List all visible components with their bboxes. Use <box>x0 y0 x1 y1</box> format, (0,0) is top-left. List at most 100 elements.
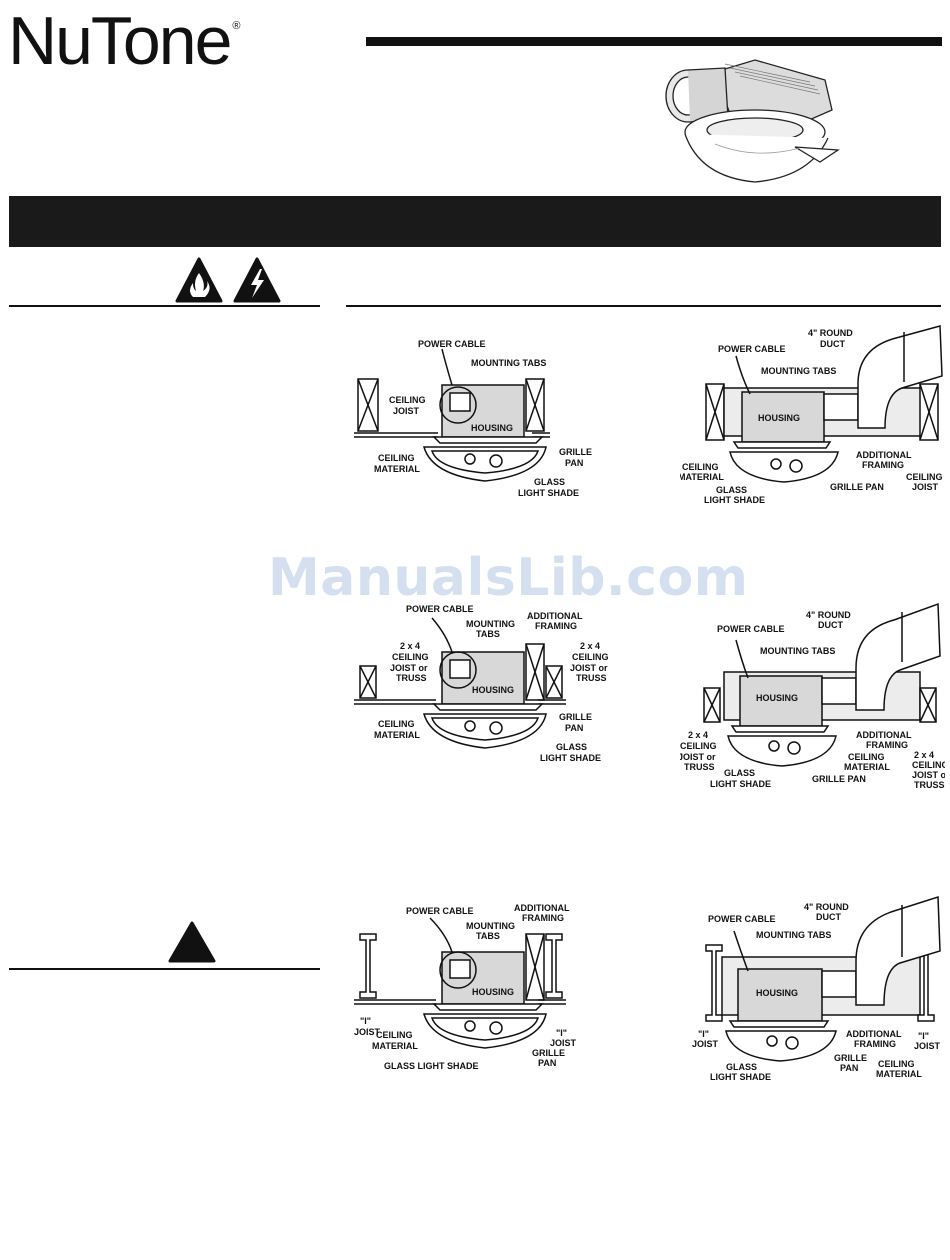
label-housing: HOUSING <box>472 685 514 695</box>
label-mounting-tabs: MOUNTING TABS <box>760 646 835 656</box>
label-truss-4: TRUSS <box>396 673 427 683</box>
title-band <box>9 196 941 247</box>
label-i-joist: "I" <box>698 1029 709 1039</box>
label-round-duct-2: DUCT <box>820 339 845 349</box>
label-housing: HOUSING <box>471 423 513 433</box>
label-housing: HOUSING <box>758 413 800 423</box>
label-additional-framing-2: FRAMING <box>862 460 904 470</box>
label-power-cable: POWER CABLE <box>718 344 786 354</box>
label-housing: HOUSING <box>756 693 798 703</box>
label-ceiling-joist: CEILING <box>389 395 426 405</box>
diagram-standard-joist-duct: 4" ROUND DUCT POWER CABLE MOUNTING TABS … <box>680 325 943 505</box>
label-additional-framing: ADDITIONAL <box>856 450 912 460</box>
label-light-shade: LIGHT SHADE <box>710 1072 771 1082</box>
label-truss-right-2: CEILING <box>572 652 609 662</box>
label-round-duct-2: DUCT <box>816 912 841 922</box>
left-column-rule <box>9 305 320 307</box>
label-ceiling-material: CEILING <box>878 1059 915 1069</box>
label-round-duct: 4" ROUND <box>804 902 849 912</box>
label-additional-framing: ADDITIONAL <box>846 1029 902 1039</box>
label-ceiling-material-2: MATERIAL <box>372 1041 418 1051</box>
label-ceiling-material: CEILING <box>378 453 415 463</box>
label-truss-right-3: JOIST or <box>912 770 945 780</box>
label-mounting: MOUNTING <box>466 619 515 629</box>
label-truss-2: CEILING <box>392 652 429 662</box>
label-grille-pan-2: PAN <box>565 723 583 733</box>
label-i-joist-right: "I" <box>556 1028 567 1038</box>
brand-logo: NuTone® <box>8 3 241 79</box>
label-grille-pan-2: PAN <box>538 1058 556 1068</box>
label-additional-framing: ADDITIONAL <box>514 903 570 913</box>
warning-triangle-icon <box>168 921 216 963</box>
label-ceiling-joist-2: JOIST <box>912 482 939 492</box>
label-power-cable: POWER CABLE <box>406 604 474 614</box>
label-ceiling-material-2: MATERIAL <box>876 1069 922 1079</box>
label-truss-3: JOIST or <box>390 663 428 673</box>
label-truss-right: 2 x 4 <box>914 750 934 760</box>
label-i-joist-right-2: JOIST <box>914 1041 941 1051</box>
label-glass: GLASS <box>534 477 565 487</box>
label-i-joist-2: JOIST <box>692 1039 719 1049</box>
label-light-shade: LIGHT SHADE <box>540 753 601 763</box>
label-i-joist-2: JOIST <box>354 1027 381 1037</box>
label-round-duct: 4" ROUND <box>806 610 851 620</box>
label-additional-framing: ADDITIONAL <box>527 611 583 621</box>
label-additional-framing: ADDITIONAL <box>856 730 912 740</box>
fan-light-product-illustration <box>665 59 840 183</box>
label-mounting-tabs: MOUNTING TABS <box>756 930 831 940</box>
label-tabs: TABS <box>476 629 500 639</box>
label-glass: GLASS <box>556 742 587 752</box>
diagram-i-joist: POWER CABLE ADDITIONAL FRAMING MOUNTING … <box>354 903 577 1071</box>
label-glass: GLASS <box>716 485 747 495</box>
label-ceiling-material-2: MATERIAL <box>680 472 724 482</box>
label-mounting-tabs: MOUNTING TABS <box>761 366 836 376</box>
label-tabs: TABS <box>476 931 500 941</box>
hazard-icons <box>175 257 281 303</box>
label-glass: GLASS <box>724 768 755 778</box>
label-ceiling-material: CEILING <box>376 1030 413 1040</box>
label-grille-pan: GRILLE PAN <box>812 774 866 784</box>
right-column-rule <box>346 305 941 307</box>
caution-rule <box>9 968 320 970</box>
watermark: ManualsLib.com <box>268 548 749 608</box>
label-grille-pan: GRILLE <box>559 712 592 722</box>
label-i-joist-right: "I" <box>918 1031 929 1041</box>
label-mounting-tabs: MOUNTING TABS <box>471 358 546 368</box>
electric-shock-icon <box>233 257 281 303</box>
diagram-standard-joist: POWER CABLE MOUNTING TABS CEILING JOIST … <box>354 339 592 498</box>
diagram-truss-duct: 4" ROUND DUCT POWER CABLE MOUNTING TABS … <box>680 602 945 790</box>
label-truss-right-4: TRUSS <box>914 780 945 790</box>
label-glass-light-shade: GLASS LIGHT SHADE <box>384 1061 479 1071</box>
label-truss: 2 x 4 <box>400 641 420 651</box>
label-housing: HOUSING <box>756 988 798 998</box>
label-light-shade: LIGHT SHADE <box>710 779 771 789</box>
label-mounting: MOUNTING <box>466 921 515 931</box>
label-grille-pan-2: PAN <box>840 1063 858 1073</box>
label-ceiling-joist: CEILING <box>906 472 943 482</box>
label-glass: GLASS <box>726 1062 757 1072</box>
label-power-cable: POWER CABLE <box>717 624 785 634</box>
diagram-i-joist-duct: 4" ROUND DUCT POWER CABLE MOUNTING TABS … <box>692 895 941 1082</box>
label-truss-right-4: TRUSS <box>576 673 607 683</box>
label-grille-pan-2: PAN <box>565 458 583 468</box>
label-light-shade: LIGHT SHADE <box>704 495 765 505</box>
label-light-shade: LIGHT SHADE <box>518 488 579 498</box>
diagram-truss: POWER CABLE ADDITIONAL FRAMING MOUNTING … <box>354 604 609 763</box>
fire-icon <box>175 257 223 303</box>
label-truss-right-3: JOIST or <box>570 663 608 673</box>
label-round-duct: 4" ROUND <box>808 328 853 338</box>
label-power-cable: POWER CABLE <box>708 914 776 924</box>
label-grille-pan: GRILLE <box>559 447 592 457</box>
label-ceiling-material-2: MATERIAL <box>374 730 420 740</box>
label-ceiling-material: CEILING <box>682 462 719 472</box>
label-truss-right: 2 x 4 <box>580 641 600 651</box>
label-i-joist: "I" <box>360 1016 371 1026</box>
label-additional-framing-2: FRAMING <box>535 621 577 631</box>
label-power-cable: POWER CABLE <box>418 339 486 349</box>
label-ceiling-joist-2: JOIST <box>393 406 420 416</box>
label-additional-framing-2: FRAMING <box>522 913 564 923</box>
label-grille-pan: GRILLE <box>834 1053 867 1063</box>
label-truss-4: TRUSS <box>684 762 715 772</box>
label-truss-right-2: CEILING <box>912 760 945 770</box>
label-i-joist-right-2: JOIST <box>550 1038 577 1048</box>
